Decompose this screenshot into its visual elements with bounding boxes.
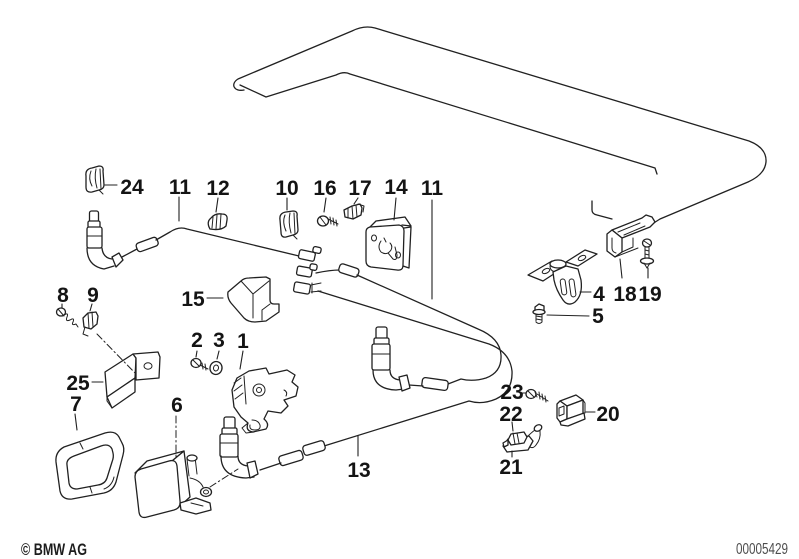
part-10-clip <box>279 210 299 240</box>
callout-14: 14 <box>384 176 408 199</box>
part-19-screw <box>639 238 655 269</box>
callout-23: 23 <box>500 381 523 404</box>
callout-11-right: 11 <box>421 177 444 200</box>
callout-19: 19 <box>638 283 661 306</box>
part-7-bezel <box>55 431 125 500</box>
copyright-text: © BMW AG <box>21 540 87 559</box>
part-9-clip <box>82 311 99 337</box>
callout-16: 16 <box>313 177 336 200</box>
callout-13: 13 <box>347 459 370 482</box>
callout-22: 22 <box>499 403 522 426</box>
part-2-screw <box>190 357 209 371</box>
callout-9: 9 <box>87 284 99 307</box>
part-14-lock-drive <box>365 216 412 271</box>
callout-4: 4 <box>593 283 605 306</box>
callout-10: 10 <box>275 177 298 200</box>
part-23-screw <box>525 388 549 403</box>
part-5-bolt <box>532 303 546 324</box>
part-3-grommet <box>209 360 223 376</box>
part-17-plug <box>343 203 365 220</box>
part-16-screw <box>316 215 339 227</box>
callout-24: 24 <box>120 176 144 199</box>
callout-1: 1 <box>237 330 249 353</box>
part-1-latch <box>231 367 299 434</box>
callout-8: 8 <box>57 284 69 307</box>
bowden-cable-11-right <box>295 263 502 392</box>
part-20-clip <box>556 394 586 427</box>
callout-12: 12 <box>206 177 229 200</box>
callout-18: 18 <box>613 283 637 306</box>
bowden-cable-11 <box>86 210 322 270</box>
deck-lid-outline <box>233 26 767 227</box>
callout-7: 7 <box>70 393 82 416</box>
bowden-cable-13 <box>219 281 513 479</box>
part-6-actuator <box>134 450 213 519</box>
part-24-clip <box>85 165 105 195</box>
part-15-cover <box>227 276 280 323</box>
part-12-clip <box>207 213 228 231</box>
assembly-lines <box>96 333 239 488</box>
part-4-bracket <box>527 249 598 305</box>
part-25-bracket <box>104 351 161 409</box>
callout-11-left: 11 <box>169 176 192 199</box>
callout-15: 15 <box>181 288 205 311</box>
callout-leaders <box>61 184 649 460</box>
callout-3: 3 <box>213 329 225 352</box>
part-21-switch <box>502 424 543 453</box>
part-8-screw <box>55 307 79 328</box>
part-18-clip <box>606 214 656 258</box>
callout-labels: 24 11 12 10 16 17 14 11 4 18 19 5 15 8 9… <box>57 176 662 482</box>
callout-21: 21 <box>499 456 523 479</box>
callout-6: 6 <box>171 394 183 417</box>
callout-17: 17 <box>348 177 371 200</box>
image-number: 00005429 <box>736 541 788 558</box>
callout-2: 2 <box>191 329 203 352</box>
callout-25: 25 <box>66 372 90 395</box>
footer: © BMW AG 00005429 <box>21 540 788 559</box>
callout-5: 5 <box>592 305 604 328</box>
callout-20: 20 <box>596 403 619 426</box>
